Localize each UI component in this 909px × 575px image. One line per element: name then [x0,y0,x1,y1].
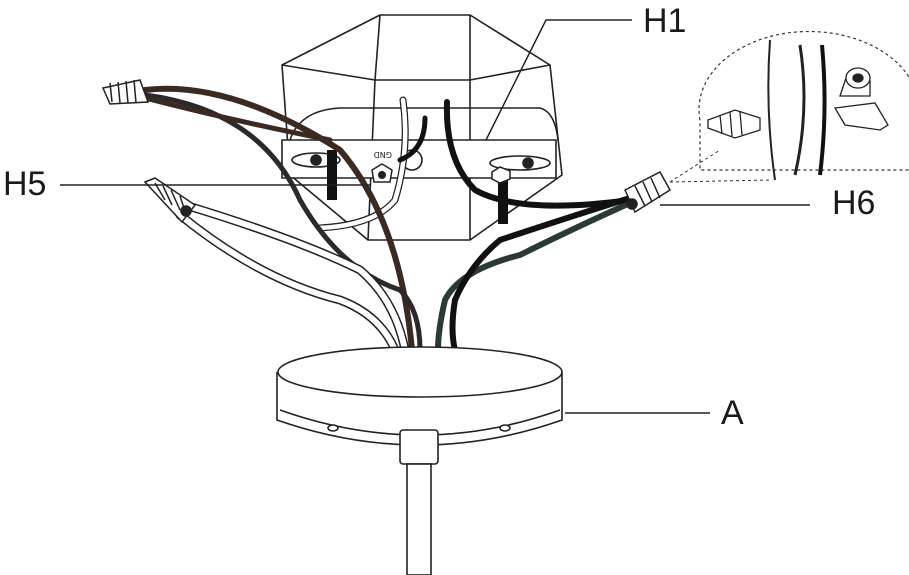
inset-wire-nut [707,109,761,139]
wire-nut-top-left [101,79,150,105]
box-wires [316,96,633,232]
label-h6: H6 [832,184,876,222]
detail-inset [669,30,909,183]
label-a: A [721,394,744,432]
label-h5: H5 [3,165,47,203]
electrical-tape-icon [833,67,889,131]
canopy-wires [142,85,633,355]
leader-h1 [485,19,632,141]
wire-nut-h5 [143,177,197,224]
label-h1: H1 [643,2,687,40]
canopy [276,346,563,575]
screw-left [327,150,337,200]
wire-nut-h6 [624,171,672,214]
bracket-gnd-text: GND [374,150,392,159]
leader-lines [60,19,810,414]
